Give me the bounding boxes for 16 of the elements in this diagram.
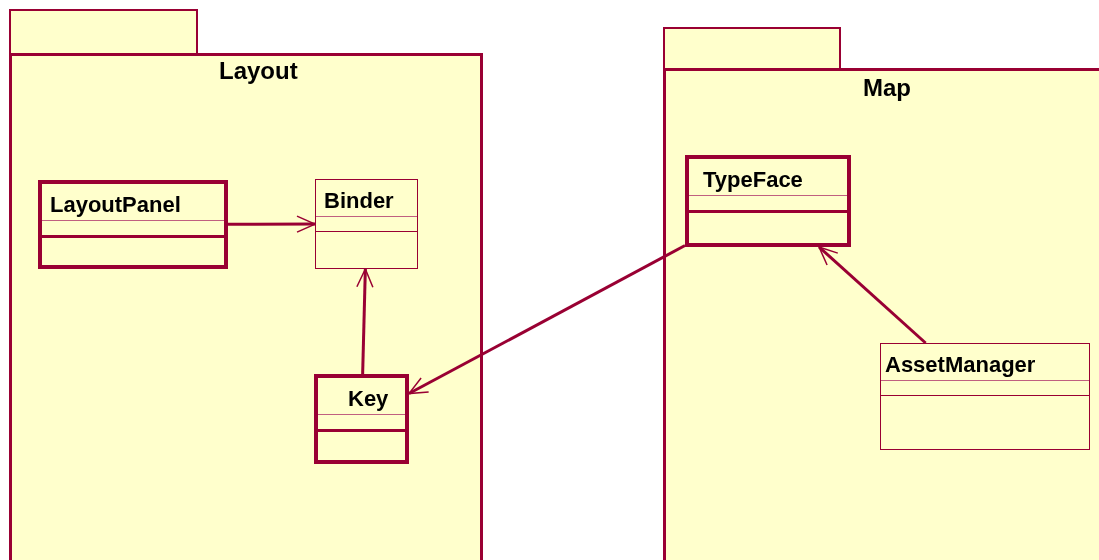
package-name: Layout [219, 57, 298, 85]
class-box [685, 155, 851, 247]
class-name: AssetManager [885, 352, 1036, 378]
association-arrow [408, 244, 686, 395]
class-box [38, 180, 228, 269]
association-arrow [228, 215, 316, 233]
association-arrow [356, 268, 374, 375]
class-box [314, 374, 409, 464]
class-name: TypeFace [703, 167, 803, 193]
class-name: LayoutPanel [50, 192, 181, 218]
class-name: Binder [324, 188, 394, 214]
association-arrow [818, 245, 927, 345]
package-name: Map [863, 74, 911, 102]
class-box [315, 179, 418, 269]
class-name: Key [348, 386, 389, 412]
class-box [880, 343, 1090, 450]
